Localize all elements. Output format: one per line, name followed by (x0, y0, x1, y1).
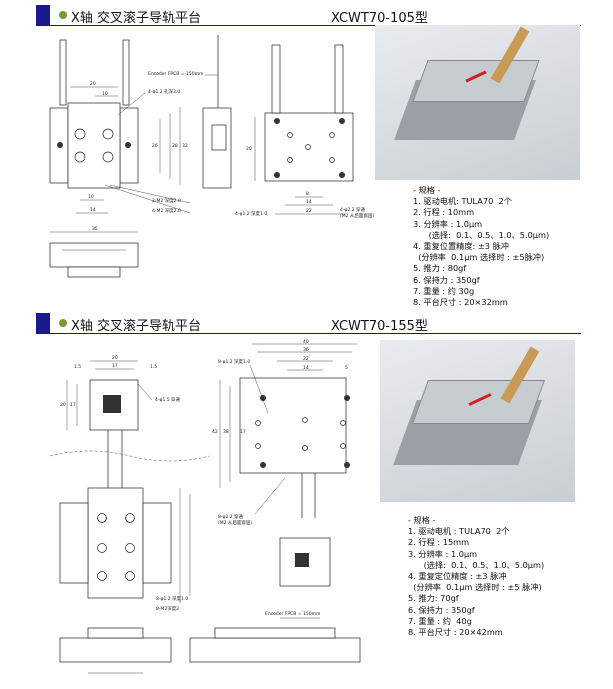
drawing-label: 28 (172, 143, 178, 149)
spec-item: 1. 驱动电机 : TULA70 2个 (408, 526, 510, 537)
spec-item: 6. 保持力 : 350gf (413, 274, 480, 285)
spec-item: (选择: 0.1、0.5、1.0、5.0μm) (408, 559, 545, 570)
side-elevation (189, 637, 361, 663)
model-name: XCWT70-155型 (331, 319, 428, 334)
drawing-label: 1.5 (74, 364, 81, 370)
drawing-label: 40 (303, 339, 309, 345)
product-photo-2 (380, 340, 575, 502)
drawing-label: 32 (182, 143, 188, 149)
drawing-label: 1.5 (150, 364, 157, 370)
spec-item: (分辨率 0.1μm 选择时 : ±5脉冲) (413, 252, 545, 263)
drawing-label: 2-M2 深度2.0 (152, 197, 181, 204)
spec-item: 8. 平台尺寸 : 20×42mm (408, 627, 503, 638)
product-photo-1 (375, 25, 580, 180)
section-header-1: X轴 交叉滚子导轨平台 XCWT70-105型 (36, 5, 581, 26)
drawing-label: 10 (102, 91, 108, 97)
drawing-label: 17 (70, 402, 76, 408)
drawing-label: 8-φ1.2 深度1.0 (156, 595, 188, 602)
drawing-label: 5 (345, 365, 348, 371)
spec-item: 7. 重量 : 约 30g (413, 285, 475, 296)
spec-heading: - 规格 - (413, 185, 441, 195)
drawing-label: 17 (240, 429, 246, 435)
drawing-label: 10 (88, 194, 94, 200)
bullet-icon (59, 11, 67, 19)
drawing-label: 20 (90, 81, 96, 87)
drawing-label: 20 (112, 355, 118, 361)
drawing-label: Encoder FPCB = 150mm (148, 71, 203, 77)
drawing-label: 14 (303, 365, 309, 371)
technical-drawing-1: 20 10 35 32 28 26 10 14 4-φ1.2 孔深3.0 2-M… (49, 35, 374, 278)
spec-item: 5. 推力: 70gf (408, 593, 459, 604)
spec-item: 3. 分辨率 : 1.0μm (413, 218, 483, 229)
spec-list-1: - 规格 - 1. 驱动电机: TULA70 2个 2. 行程 : 10mm 3… (413, 185, 549, 308)
section-title: X轴 交叉滚子导轨平台 (71, 319, 202, 334)
front-elevation (49, 242, 139, 268)
drawing-label: (M2 从后面窗固) (340, 212, 374, 219)
drawing-label: 4-φ1.5 穿通 (155, 396, 181, 403)
spec-item: (分辨率 0.1μm 选择时 : ±5 脉冲) (408, 582, 542, 593)
drawing-label: 20 (246, 146, 252, 152)
spec-item: 4. 重复定位精度 : ±3 脉冲 (408, 571, 507, 582)
drawing-label: 35 (92, 226, 98, 232)
drawing-label: 17 (112, 363, 118, 369)
bottom-view (239, 377, 347, 474)
drawing-label: 8-φ1.2 深度1.0 (218, 358, 250, 365)
drawing-label: 4-φ2.2 穿通 (340, 206, 366, 213)
drawing-label: 22 (306, 208, 312, 214)
spec-item: 4. 重复位置精度: ±3 脉冲 (413, 241, 509, 252)
drawing-label: 42 (212, 429, 218, 435)
spec-item: 3. 分辨率 : 1.0μm (408, 548, 478, 559)
spec-item: (选择: 0.1、0.5、1.0、5.0μm) (413, 229, 550, 240)
drawing-label: 14 (306, 199, 312, 205)
bullet-icon (59, 319, 67, 327)
drawing-label: Encoder FPCB = 150mm (265, 611, 320, 617)
drawing-label: 4-M2 深度2.0 (152, 207, 181, 214)
drawing-label: 14 (90, 207, 96, 213)
spec-item: 7. 重量 : 约 40g (408, 615, 472, 626)
stage-top (87, 487, 144, 599)
drawing-label: 26 (152, 143, 158, 149)
spec-item: 6. 保持力 : 350gf (408, 604, 475, 615)
drawing-label: 8-φ2.2 穿通 (218, 513, 244, 520)
drawing-label: 4-φ1.2 孔深3.0 (148, 88, 180, 95)
technical-drawing-2: 20 17 1.5 1.5 20 17 4-φ1.5 穿通 8-φ1.2 深度1.… (49, 339, 361, 674)
model-name: XCWT70-105型 (331, 11, 428, 26)
section-title: X轴 交叉滚子导轨平台 (71, 11, 202, 26)
drawing-label: (M2 从后面窗固) (218, 519, 252, 526)
header-square (36, 5, 50, 25)
front-elevation (59, 637, 172, 663)
stage-top (67, 102, 121, 189)
drawing-label: 22 (303, 356, 309, 362)
bottom-view (264, 112, 354, 182)
drawing-label: 8-M2深度2 (156, 605, 179, 612)
drawing-label: 4-φ1.2 深度1.0 (235, 210, 267, 217)
drawing-label: 20 (60, 402, 66, 408)
drawing-label: 38 (223, 429, 229, 435)
spec-item: 5. 推力 : 80gf (413, 263, 467, 274)
spec-item: 1. 驱动电机: TULA70 2个 (413, 196, 512, 207)
spec-item: 2. 行程 : 10mm (413, 207, 475, 218)
drawing-label: 36 (303, 347, 309, 353)
section-header-2: X轴 交叉滚子导轨平台 XCWT70-155型 (36, 313, 581, 334)
header-square (36, 313, 50, 333)
spec-item: 8. 平台尺寸 : 20×32mm (413, 297, 508, 308)
spec-list-2: - 规格 - 1. 驱动电机 : TULA70 2个 2. 行程 : 15mm … (408, 515, 544, 638)
spec-item: 2. 行程 : 15mm (408, 537, 470, 548)
drawing-label: 8 (306, 191, 309, 197)
spec-heading: - 规格 - (408, 515, 436, 525)
